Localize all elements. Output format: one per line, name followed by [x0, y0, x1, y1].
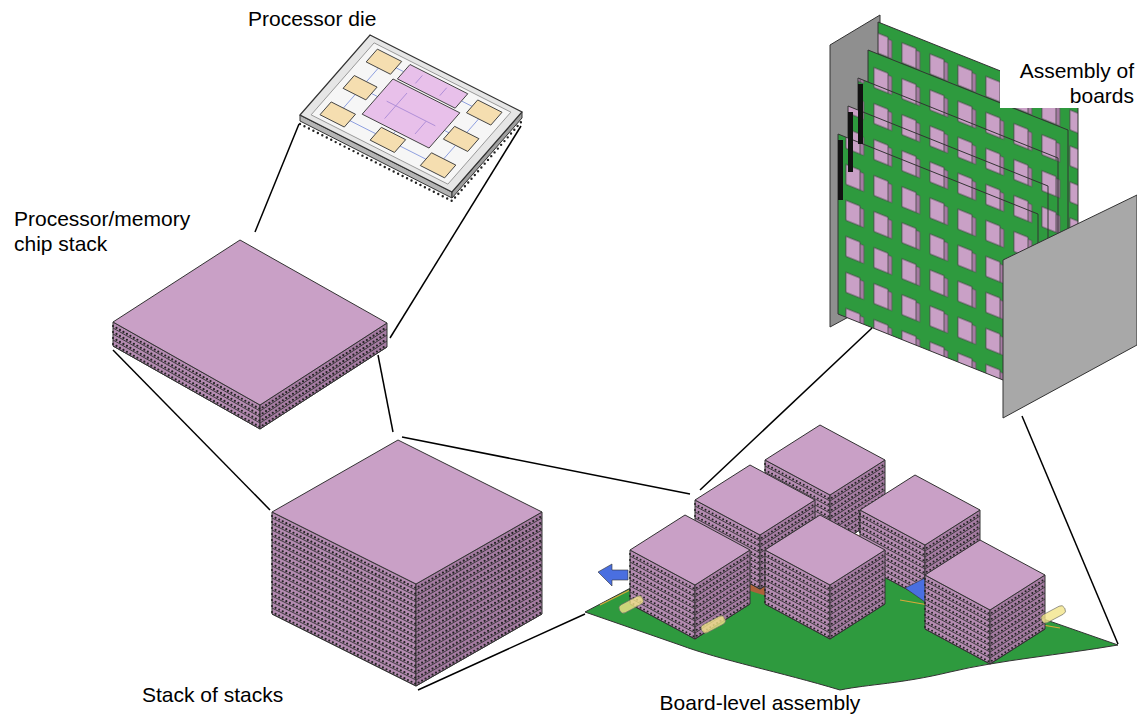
- board-assembly: [585, 425, 1118, 690]
- processor-die: [300, 35, 522, 201]
- part-label: Assembly of boards: [1000, 58, 1136, 108]
- leader-lines: [113, 124, 1118, 690]
- chip-stack: [113, 240, 387, 429]
- part-label: Stack of stacks: [140, 682, 285, 707]
- part-label: Processor die: [246, 6, 378, 31]
- stack-of-stacks: [272, 440, 542, 686]
- part-label: Board-level assembly: [658, 690, 863, 715]
- board-rack: [830, 15, 1137, 418]
- part-label: Processor/memory chip stack: [12, 206, 216, 256]
